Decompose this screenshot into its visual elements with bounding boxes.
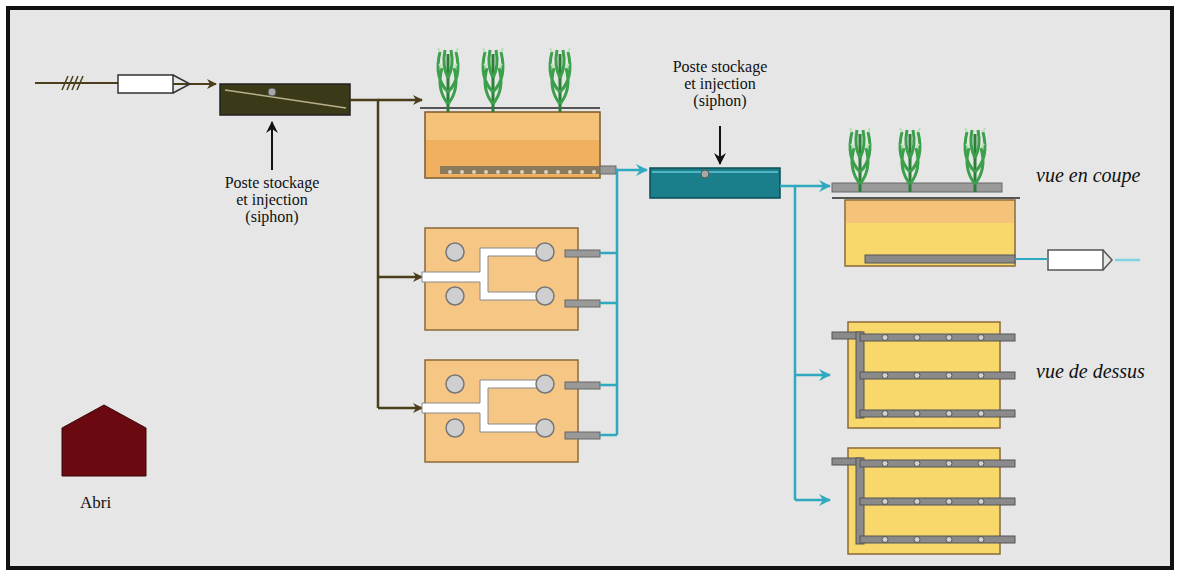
pipe-orifice	[978, 499, 984, 505]
pipe-orifice	[914, 499, 920, 505]
pipe-orifice	[914, 373, 920, 379]
pipe-orifice	[946, 373, 952, 379]
callout-label: Poste stockage et injection (siphon)	[668, 58, 772, 109]
shelter-building	[62, 405, 146, 476]
pipe-orifice	[946, 335, 952, 341]
building-label: Abri	[80, 493, 111, 512]
pipe-orifice	[914, 461, 920, 467]
distribution-pipe	[860, 372, 1015, 379]
pipe-orifice	[914, 537, 920, 543]
pipe-orifice	[914, 411, 920, 417]
pipe-orifice	[882, 335, 888, 341]
distribution-pipe	[860, 498, 1015, 505]
pipe-orifice	[978, 411, 984, 417]
pipe-orifice	[882, 537, 888, 543]
pipe-orifice	[946, 499, 952, 505]
pipe-orifice	[882, 373, 888, 379]
view-label: vue en coupe	[1036, 164, 1146, 186]
distribution-pipe	[860, 460, 1015, 467]
view-label: vue de dessus	[1036, 360, 1146, 382]
pipe-orifice	[946, 461, 952, 467]
pipe-orifice	[882, 411, 888, 417]
pipe-orifice	[882, 499, 888, 505]
callout-label: Poste stockage et injection (siphon)	[220, 174, 324, 225]
pipe-orifice	[978, 335, 984, 341]
pipe-orifice	[914, 335, 920, 341]
distribution-pipe	[860, 410, 1015, 417]
pipe-orifice	[882, 461, 888, 467]
pipe-orifice	[978, 373, 984, 379]
distribution-pipe	[860, 334, 1015, 341]
pipe-orifice	[978, 537, 984, 543]
pipe-orifice	[946, 537, 952, 543]
pipe-orifice	[946, 411, 952, 417]
pipe-orifice	[978, 461, 984, 467]
distribution-pipe	[860, 536, 1015, 543]
